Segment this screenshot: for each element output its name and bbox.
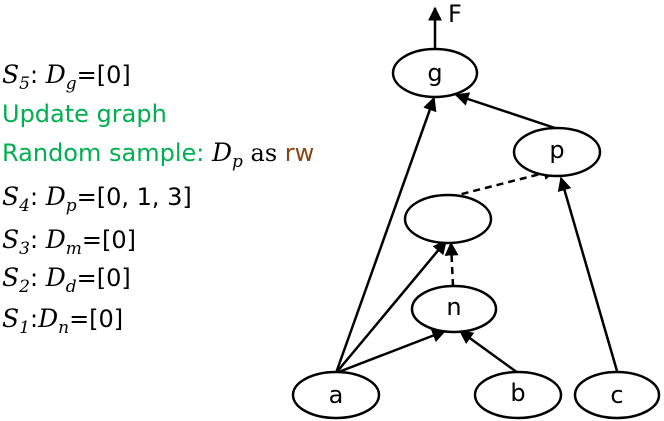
step-s1-var-sub: n: [58, 318, 70, 338]
node-g: g: [391, 47, 479, 99]
random-sample-line: Random sample: Dp as rw: [2, 138, 315, 172]
step-s3-var: D: [45, 225, 66, 254]
node-g-label: g: [427, 59, 442, 87]
node-a: a: [291, 370, 381, 420]
node-b-label: b: [510, 379, 525, 407]
step-s4-sep: :: [29, 183, 46, 211]
random-sample-as: as: [242, 139, 285, 167]
step-s5-var: D: [45, 60, 66, 89]
node-g-ellipse: [391, 47, 479, 99]
node-b-ellipse: [473, 370, 563, 420]
random-sample-rw: rw: [284, 139, 315, 167]
step-s1-sep: :: [29, 305, 39, 333]
step-s2-var: D: [45, 263, 66, 292]
step-s3-index: 3: [19, 239, 30, 259]
node-p-label: p: [549, 136, 564, 164]
edge-a-to-g: [334, 96, 437, 374]
step-s2-sep: :: [29, 264, 46, 292]
node-p: p: [512, 126, 602, 178]
step-s5-index: 5: [19, 74, 30, 94]
edge-p-to-g: [454, 92, 556, 130]
step-s2-index: 2: [19, 277, 30, 297]
step-s3-value: =[0]: [81, 226, 136, 254]
step-s3-symbol: S: [2, 225, 20, 254]
step-s2-symbol: S: [2, 263, 20, 292]
node-a-label: a: [329, 381, 344, 409]
step-s2-value: =[0]: [76, 264, 131, 292]
step-s3-line: S3: Dm=[0]: [2, 225, 136, 259]
step-s5-symbol: S: [2, 60, 20, 89]
step-s1-index: 1: [19, 318, 30, 338]
node-b: b: [473, 370, 563, 420]
node-c-ellipse: [573, 370, 661, 420]
step-s4-var: D: [45, 182, 66, 211]
step-s5-var-sub: g: [65, 74, 77, 94]
step-s4-symbol: S: [2, 182, 20, 211]
step-s3-var-sub: m: [65, 239, 82, 259]
step-s1-var: D: [38, 304, 59, 333]
step-s2-line: S2: Dd=[0]: [2, 263, 131, 297]
step-s4-value: =[0, 1, 3]: [76, 183, 192, 211]
node-c: c: [573, 370, 661, 420]
edge-b-to-n: [458, 329, 519, 375]
random-sample-var-sub: p: [232, 152, 243, 172]
edge-m-to-p-dashed: [449, 166, 558, 199]
step-s3-sep: :: [29, 226, 46, 254]
step-s4-index: 4: [19, 196, 30, 216]
node-c-label: c: [610, 381, 623, 409]
node-m-ellipse: [403, 193, 493, 245]
step-s5-sep: :: [29, 61, 46, 89]
output-label-f: F: [448, 0, 462, 28]
node-n-label: n: [446, 293, 461, 321]
edge-a-to-n: [335, 328, 447, 375]
node-n: n: [410, 284, 498, 334]
node-p-ellipse: [512, 126, 602, 178]
update-graph-line: Update graph: [2, 100, 167, 128]
step-annotations: S5: Dg=[0] Update graph Random sample: D…: [2, 60, 315, 338]
edge-a-to-m: [335, 239, 447, 374]
step-s2-var-sub: d: [65, 277, 77, 297]
step-s4-line: S4: Dp=[0, 1, 3]: [2, 182, 192, 216]
edge-n-to-m-dashed: [444, 241, 459, 287]
node-a-ellipse: [291, 370, 381, 420]
random-sample-var: D: [211, 138, 233, 167]
edge-c-to-p: [557, 176, 619, 372]
random-sample-prefix: Random sample:: [2, 139, 212, 167]
node-n-ellipse: [410, 284, 498, 334]
step-s5-line: S5: Dg=[0]: [2, 60, 131, 94]
step-s5-value: =[0]: [76, 61, 131, 89]
step-s4-var-sub: p: [65, 196, 77, 216]
step-s1-symbol: S: [2, 304, 20, 333]
step-s1-line: S1:Dn=[0]: [2, 304, 124, 338]
step-s1-value: =[0]: [69, 305, 124, 333]
node-m: [403, 193, 493, 245]
